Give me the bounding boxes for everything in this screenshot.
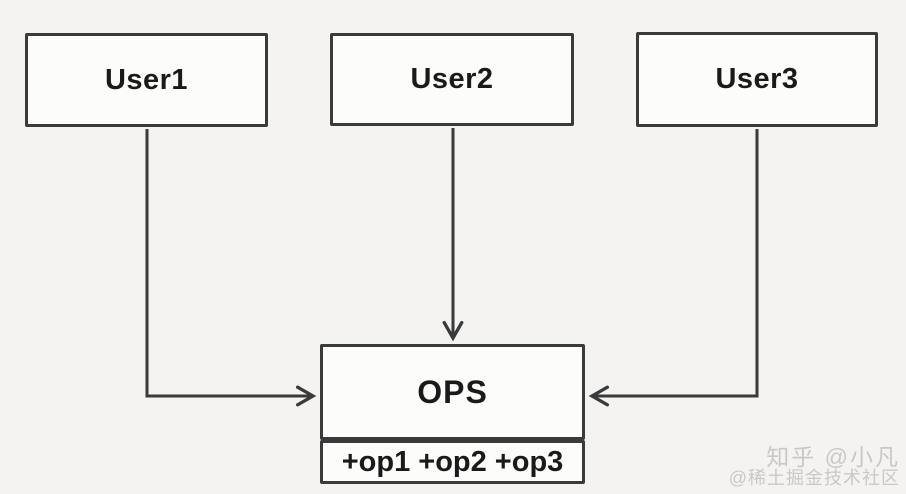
node-user3-label: User3: [715, 63, 799, 95]
connector-user3-ops-arrow: [592, 129, 759, 396]
connector-user1-ops-arrow: [145, 129, 313, 396]
watermark-line2: @稀土掘金技术社区: [728, 468, 900, 489]
node-ops-operations: +op1 +op2 +op3: [341, 445, 564, 478]
watermark-line1: 知乎 @小凡: [766, 443, 900, 470]
watermark: 知乎 @小凡 @稀土掘金技术社区: [729, 445, 900, 488]
node-user1: User1: [25, 33, 268, 127]
node-user2: User2: [330, 33, 574, 126]
node-user3: User3: [636, 32, 878, 127]
node-user1-label: User1: [104, 63, 189, 96]
node-ops: OPS: [320, 344, 585, 440]
node-ops-label: OPS: [417, 373, 488, 410]
node-ops-operations-compartment: +op1 +op2 +op3: [320, 440, 585, 484]
node-user2-label: User2: [410, 63, 494, 95]
